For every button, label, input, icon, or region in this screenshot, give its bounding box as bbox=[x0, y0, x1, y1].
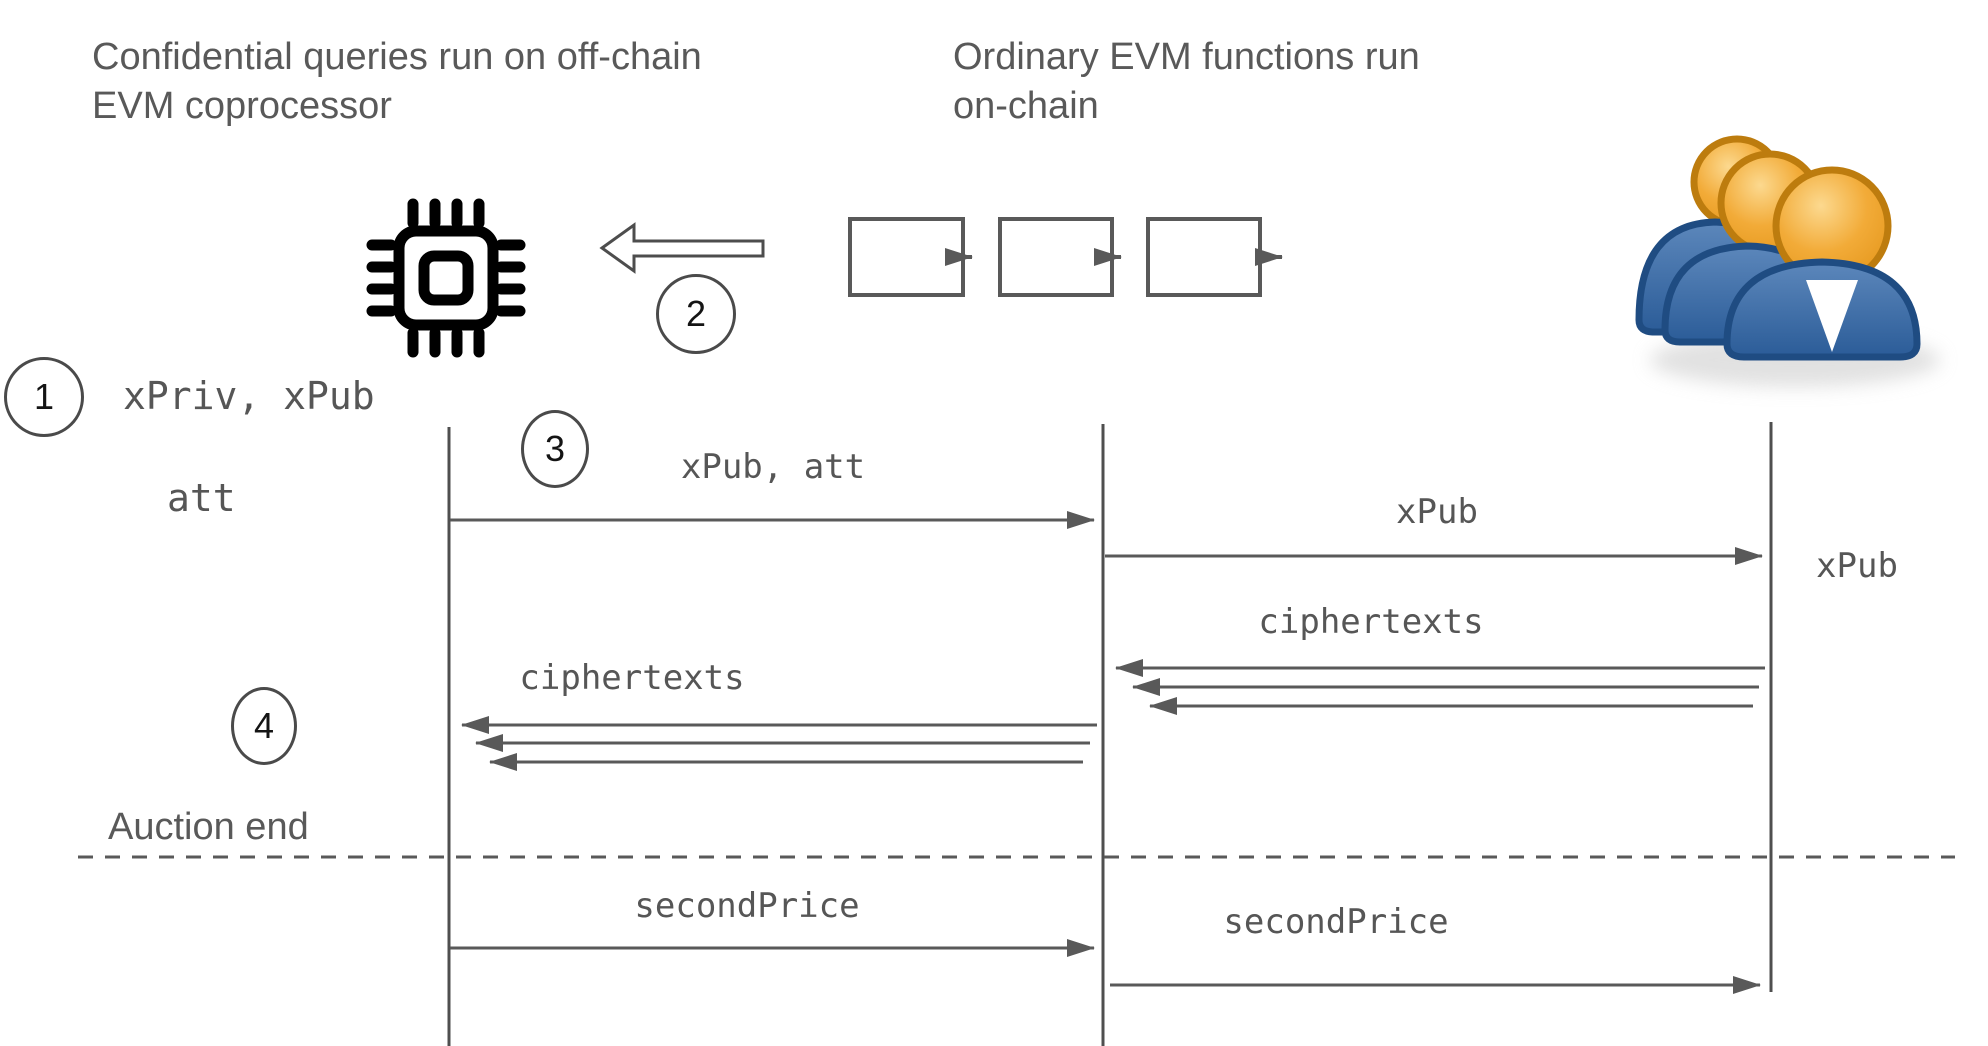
onchain-header: Ordinary EVM functions run on-chain bbox=[953, 36, 1420, 127]
step-badge-4-label: 4 bbox=[253, 705, 275, 746]
secondprice-to-users-label: secondPrice bbox=[1223, 902, 1449, 942]
lifelines bbox=[447, 422, 1773, 1046]
offchain-header: Confidential queries run on off-chain EV… bbox=[92, 36, 702, 127]
blockchain-blocks-icon bbox=[848, 217, 1283, 297]
xpub-att-label: xPub, att bbox=[680, 447, 866, 487]
block-1 bbox=[848, 217, 965, 297]
block-3 bbox=[1146, 217, 1262, 297]
secondprice-from-coprocessor-label: secondPrice bbox=[634, 886, 860, 926]
step-badge-2: 2 bbox=[656, 274, 736, 354]
step-badge-2-label: 2 bbox=[685, 293, 707, 334]
cpu-chip-icon bbox=[366, 198, 526, 358]
keygen-label: xPriv, xPub bbox=[123, 374, 375, 418]
ciphertexts-to-chain-label: ciphertexts bbox=[1258, 602, 1484, 642]
step-badge-3-label: 3 bbox=[544, 428, 566, 469]
step-badge-1: 1 bbox=[4, 357, 84, 437]
step-badge-4: 4 bbox=[231, 687, 297, 765]
message-arrows bbox=[450, 511, 1765, 994]
block-arrow-left-icon bbox=[599, 222, 765, 274]
ciphertexts-to-coprocessor-label: ciphertexts bbox=[519, 658, 745, 698]
step-badge-3: 3 bbox=[521, 410, 589, 488]
step-badge-1-label: 1 bbox=[33, 376, 55, 417]
users-group-icon bbox=[1635, 135, 1940, 387]
block-2 bbox=[998, 217, 1114, 297]
xpub-to-chain-label: xPub bbox=[1396, 492, 1478, 532]
auction-end-label: Auction end bbox=[108, 806, 309, 848]
xpub-to-users-label: xPub bbox=[1816, 546, 1898, 586]
attestation-label: att bbox=[167, 476, 236, 520]
